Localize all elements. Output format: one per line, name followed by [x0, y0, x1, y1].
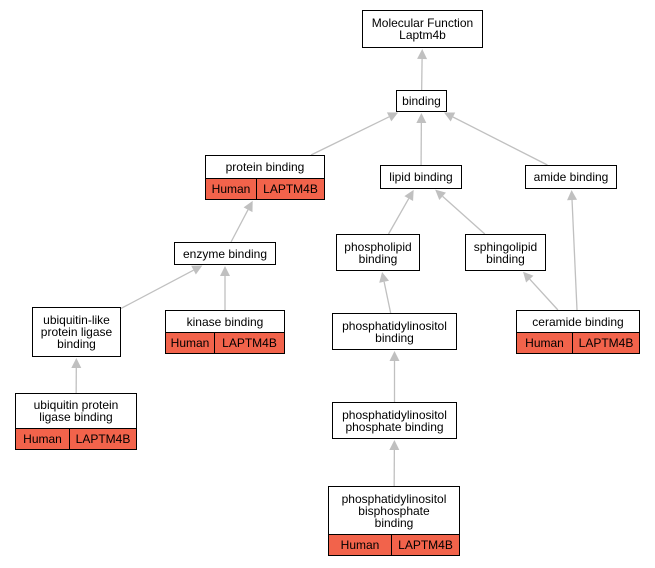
node-protein-binding[interactable]: protein binding Human LAPTM4B [205, 155, 325, 200]
node-phosphatidylinositol-phosphate-binding[interactable]: phosphatidylinositol phosphate binding [332, 402, 457, 439]
node-label: amide binding [533, 170, 609, 184]
node-phosphatidylinositol-bisphosphate-binding[interactable]: phosphatidylinositol bisphosphate bindin… [328, 486, 460, 556]
arrowhead-ubpl-to-ubl [71, 357, 82, 369]
annotation-row: Human LAPTM4B [166, 332, 284, 353]
arrowhead-lipid-to-binding [416, 112, 427, 124]
edge-ceramide-to-amide [571, 199, 578, 311]
arrowhead-kinase-to-enzyme [220, 266, 230, 276]
node-label: phosphatidylinositol binding [342, 318, 447, 345]
arrowhead-ceramide-to-amide [567, 189, 578, 201]
node-enzyme-binding[interactable]: enzyme binding [174, 242, 276, 265]
node-label: ubiquitin protein ligase binding [33, 398, 119, 424]
gene-cell: LAPTM4B [69, 429, 136, 449]
node-label: kinase binding [186, 314, 264, 329]
edge-enzyme-to-protein [230, 209, 249, 243]
species-cell: Human [525, 336, 564, 350]
edge-protein-to-binding [310, 116, 390, 156]
node-amide-binding[interactable]: amide binding [525, 165, 617, 189]
node-sphingolipid-binding[interactable]: sphingolipid binding [465, 234, 546, 271]
node-label: sphingolipid binding [473, 239, 538, 266]
annotation-row: Human LAPTM4B [517, 332, 639, 353]
gene-cell: LAPTM4B [256, 179, 324, 199]
arrowhead-ceramide-to-sphingo [523, 271, 534, 283]
node-ubiquitin-protein-ligase-binding[interactable]: ubiquitin protein ligase binding Human L… [15, 393, 137, 450]
edge-pi-to-phospho [383, 281, 392, 314]
node-lipid-binding[interactable]: lipid binding [380, 165, 462, 189]
edge-phospho-to-lipid [387, 198, 410, 235]
edge-ceramide-to-sphingo [529, 278, 559, 311]
arrowhead-protein-to-binding [386, 112, 399, 122]
node-label: phospholipid binding [344, 239, 412, 266]
arrowhead-ubl-to-enzyme [191, 265, 203, 275]
annotation-row: Human LAPTM4B [329, 534, 459, 555]
arrowhead-phospho-to-lipid [404, 189, 414, 202]
arrowhead-pip-to-pi [389, 351, 400, 361]
node-label: ubiquitin-like protein ligase binding [40, 313, 113, 351]
node-label: lipid binding [389, 170, 453, 184]
arrowhead-pip2-to-pip [389, 440, 400, 451]
node-label: protein binding [225, 160, 305, 174]
node-label: phosphatidylinositol phosphate binding [342, 407, 447, 434]
edge-amide-to-binding [452, 116, 548, 166]
node-binding[interactable]: binding [396, 90, 447, 112]
arrowhead-binding-to-mf [417, 48, 428, 60]
arrowhead-pi-to-phospho [379, 271, 390, 283]
node-label: Molecular Function Laptm4b [371, 16, 474, 42]
gene-cell: LAPTM4B [391, 535, 459, 555]
node-phosphatidylinositol-binding[interactable]: phosphatidylinositol binding [332, 313, 457, 350]
node-kinase-binding[interactable]: kinase binding Human LAPTM4B [165, 310, 285, 354]
node-label: binding [402, 94, 441, 108]
arrowhead-amide-to-binding [444, 112, 456, 122]
node-label: enzyme binding [182, 246, 268, 261]
annotation-row: Human LAPTM4B [206, 178, 324, 199]
gene-cell: LAPTM4B [214, 333, 284, 353]
species-cell: Human [23, 432, 62, 446]
node-phospholipid-binding[interactable]: phospholipid binding [336, 234, 420, 271]
node-label: ceramide binding [532, 314, 624, 329]
species-cell: Human [170, 336, 210, 350]
edge-sphingo-to-lipid [442, 195, 486, 235]
species-cell: Human [211, 182, 251, 196]
arrowhead-enzyme-to-protein [243, 200, 253, 213]
annotation-row: Human LAPTM4B [16, 428, 136, 449]
edge-ubl-to-enzyme [120, 269, 194, 310]
node-molecular-function[interactable]: Molecular Function Laptm4b [362, 10, 483, 48]
node-ceramide-binding[interactable]: ceramide binding Human LAPTM4B [516, 310, 640, 354]
node-label: phosphatidylinositol bisphosphate bindin… [341, 491, 447, 530]
node-ubiquitin-like-protein-ligase-binding[interactable]: ubiquitin-like protein ligase binding [32, 307, 121, 357]
gene-cell: LAPTM4B [572, 333, 639, 353]
species-cell: Human [340, 538, 380, 552]
arrowhead-sphingo-to-lipid [435, 189, 446, 201]
